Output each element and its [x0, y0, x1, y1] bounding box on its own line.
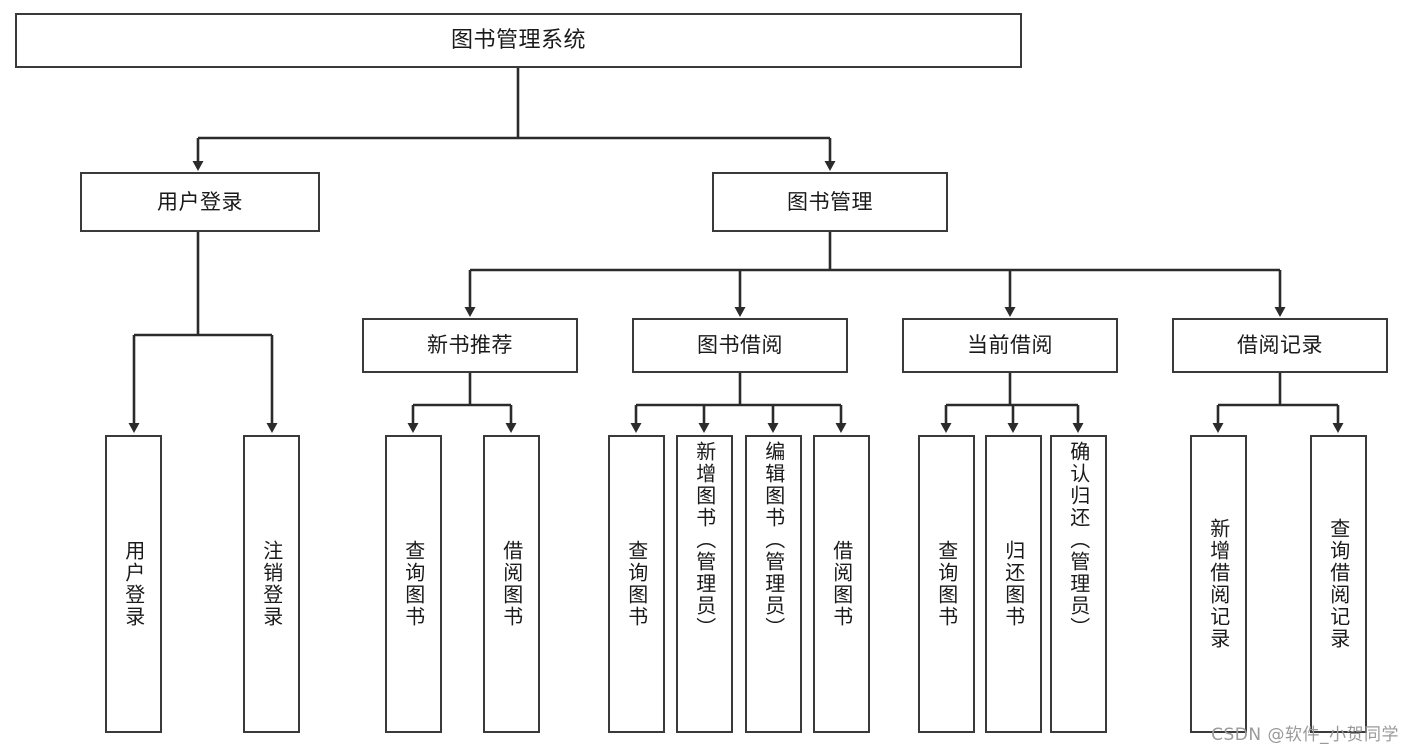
leaf-node-leaf-user-login[interactable]: 用户登录	[105, 435, 162, 733]
leaf-node-leaf-query-book-2[interactable]: 查询图书	[608, 435, 665, 733]
node-borrow-record[interactable]: 借阅记录	[1172, 318, 1388, 373]
node-new-book-recommendation[interactable]: 新书推荐	[362, 318, 578, 373]
leaf-node-leaf-borrow-book-1[interactable]: 借阅图书	[483, 435, 540, 733]
leaf-node-label: 新增图书（管理员）	[692, 441, 717, 639]
node-user-login-label: 用户登录	[157, 189, 243, 214]
leaf-node-label: 新增借阅记录	[1206, 518, 1231, 650]
node-book-manage[interactable]: 图书管理	[712, 172, 948, 232]
leaf-node-leaf-query-book-3[interactable]: 查询图书	[918, 435, 975, 733]
watermark-text: CSDN @软件_小贺同学	[1211, 725, 1399, 745]
leaf-node-label: 查询图书	[401, 540, 426, 628]
leaf-node-leaf-confirm-return[interactable]: 确认归还（管理员）	[1050, 435, 1107, 733]
node-book-borrow[interactable]: 图书借阅	[632, 318, 848, 373]
leaf-node-label: 编辑图书（管理员）	[761, 441, 786, 639]
leaf-node-leaf-user-logout[interactable]: 注销登录	[243, 435, 300, 733]
leaf-node-leaf-return-book[interactable]: 归还图书	[985, 435, 1042, 733]
leaf-node-leaf-add-book[interactable]: 新增图书（管理员）	[676, 435, 733, 733]
node-book-manage-label: 图书管理	[787, 189, 873, 214]
leaf-node-label: 查询借阅记录	[1326, 518, 1351, 650]
leaf-node-leaf-edit-book[interactable]: 编辑图书（管理员）	[745, 435, 802, 733]
root-node-label: 图书管理系统	[450, 27, 586, 53]
node-book-borrow-label: 图书借阅	[697, 333, 783, 358]
node-current-borrow[interactable]: 当前借阅	[902, 318, 1118, 373]
root-node-book-management-system[interactable]: 图书管理系统	[15, 13, 1022, 68]
leaf-node-label: 归还图书	[1001, 540, 1026, 628]
leaf-node-label: 借阅图书	[829, 540, 854, 628]
leaf-node-label: 借阅图书	[499, 540, 524, 628]
leaf-node-leaf-query-book-1[interactable]: 查询图书	[385, 435, 442, 733]
node-current-borrow-label: 当前借阅	[967, 333, 1053, 358]
leaf-node-label: 用户登录	[121, 540, 146, 628]
node-new-book-recommendation-label: 新书推荐	[427, 333, 513, 358]
leaf-node-label: 查询图书	[934, 540, 959, 628]
leaf-node-leaf-add-record[interactable]: 新增借阅记录	[1190, 435, 1247, 733]
node-user-login[interactable]: 用户登录	[80, 172, 320, 232]
leaf-node-label: 注销登录	[259, 540, 284, 628]
leaf-node-label: 确认归还（管理员）	[1066, 441, 1091, 639]
leaf-node-label: 查询图书	[624, 540, 649, 628]
node-borrow-record-label: 借阅记录	[1237, 333, 1323, 358]
leaf-node-leaf-borrow-book-2[interactable]: 借阅图书	[813, 435, 870, 733]
leaf-node-leaf-query-record[interactable]: 查询借阅记录	[1310, 435, 1367, 733]
